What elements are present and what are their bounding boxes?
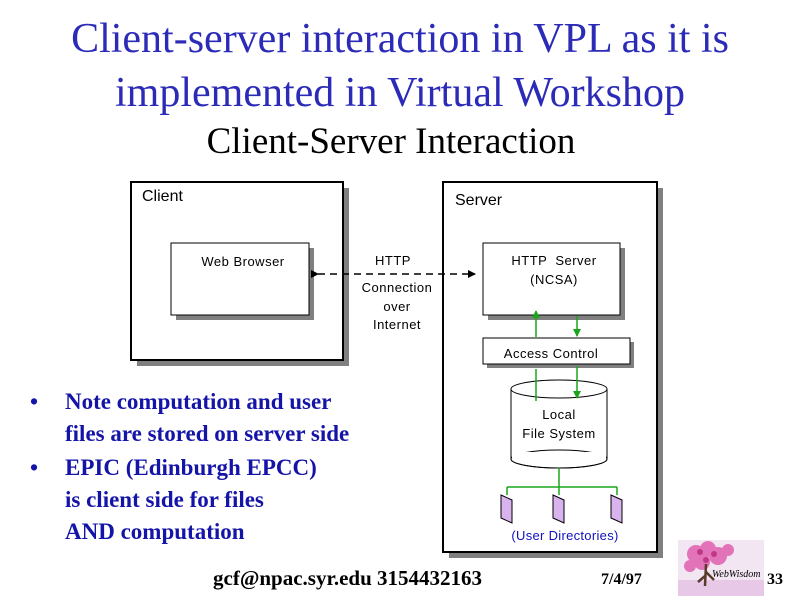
slide-title-line-2: implemented in Virtual Workshop bbox=[115, 70, 685, 116]
bullet-line: AND computation bbox=[65, 519, 245, 544]
bullet-line: is client side for files bbox=[65, 487, 264, 512]
bullet-item: • Note computation and user files are st… bbox=[30, 386, 430, 450]
user-directory-folders bbox=[500, 494, 623, 524]
http-server-box bbox=[482, 242, 625, 320]
connection-label-line-3: over bbox=[383, 299, 410, 314]
web-browser-label: Web Browser bbox=[201, 254, 284, 269]
http-server-label-line-1: HTTP Server bbox=[511, 253, 596, 268]
connection-label-line-4: Internet bbox=[373, 317, 421, 332]
user-directory-folder bbox=[552, 494, 565, 524]
slide-title: Client-server interaction in VPL as it i… bbox=[0, 12, 800, 120]
user-directory-folder bbox=[500, 494, 513, 524]
connection-label-line-2: Connection bbox=[362, 280, 433, 295]
web-browser-box bbox=[170, 242, 314, 320]
bullet-item: • EPIC (Edinburgh EPCC) is client side f… bbox=[30, 452, 430, 548]
file-system-label-line-1: Local bbox=[542, 407, 576, 422]
user-directory-tree bbox=[506, 468, 618, 495]
user-directories-label: (User Directories) bbox=[511, 528, 618, 543]
http-server-label-line-2: (NCSA) bbox=[530, 272, 578, 287]
bullet-line: files are stored on server side bbox=[65, 421, 350, 446]
bullet-dot-icon: • bbox=[30, 389, 39, 414]
footer-contact: gcf@npac.syr.edu 3154432163 bbox=[213, 566, 483, 590]
bullet-dot-icon: • bbox=[30, 455, 39, 480]
access-control-box bbox=[482, 337, 634, 368]
diagram-heading: Client-Server Interaction bbox=[206, 121, 576, 162]
webwisdom-logo-icon: WebWisdom bbox=[678, 540, 764, 596]
slide-title-line-1: Client-server interaction in VPL as it i… bbox=[71, 16, 729, 62]
bullet-list: • Note computation and user files are st… bbox=[30, 386, 430, 550]
bullet-line: Note computation and user bbox=[65, 389, 332, 414]
footer-date: 7/4/97 bbox=[601, 571, 642, 588]
server-label: Server bbox=[455, 192, 503, 209]
access-control-label: Access Control bbox=[504, 346, 598, 361]
client-label: Client bbox=[142, 188, 183, 205]
bullet-line: EPIC (Edinburgh EPCC) bbox=[65, 455, 317, 480]
file-system-label-line-2: File System bbox=[522, 426, 595, 441]
logo-text: WebWisdom bbox=[712, 569, 761, 580]
user-directory-folder bbox=[610, 494, 623, 524]
page-number: 33 bbox=[767, 571, 783, 588]
connection-label-line-1: HTTP bbox=[375, 253, 411, 268]
file-system-cylinder bbox=[510, 379, 608, 469]
